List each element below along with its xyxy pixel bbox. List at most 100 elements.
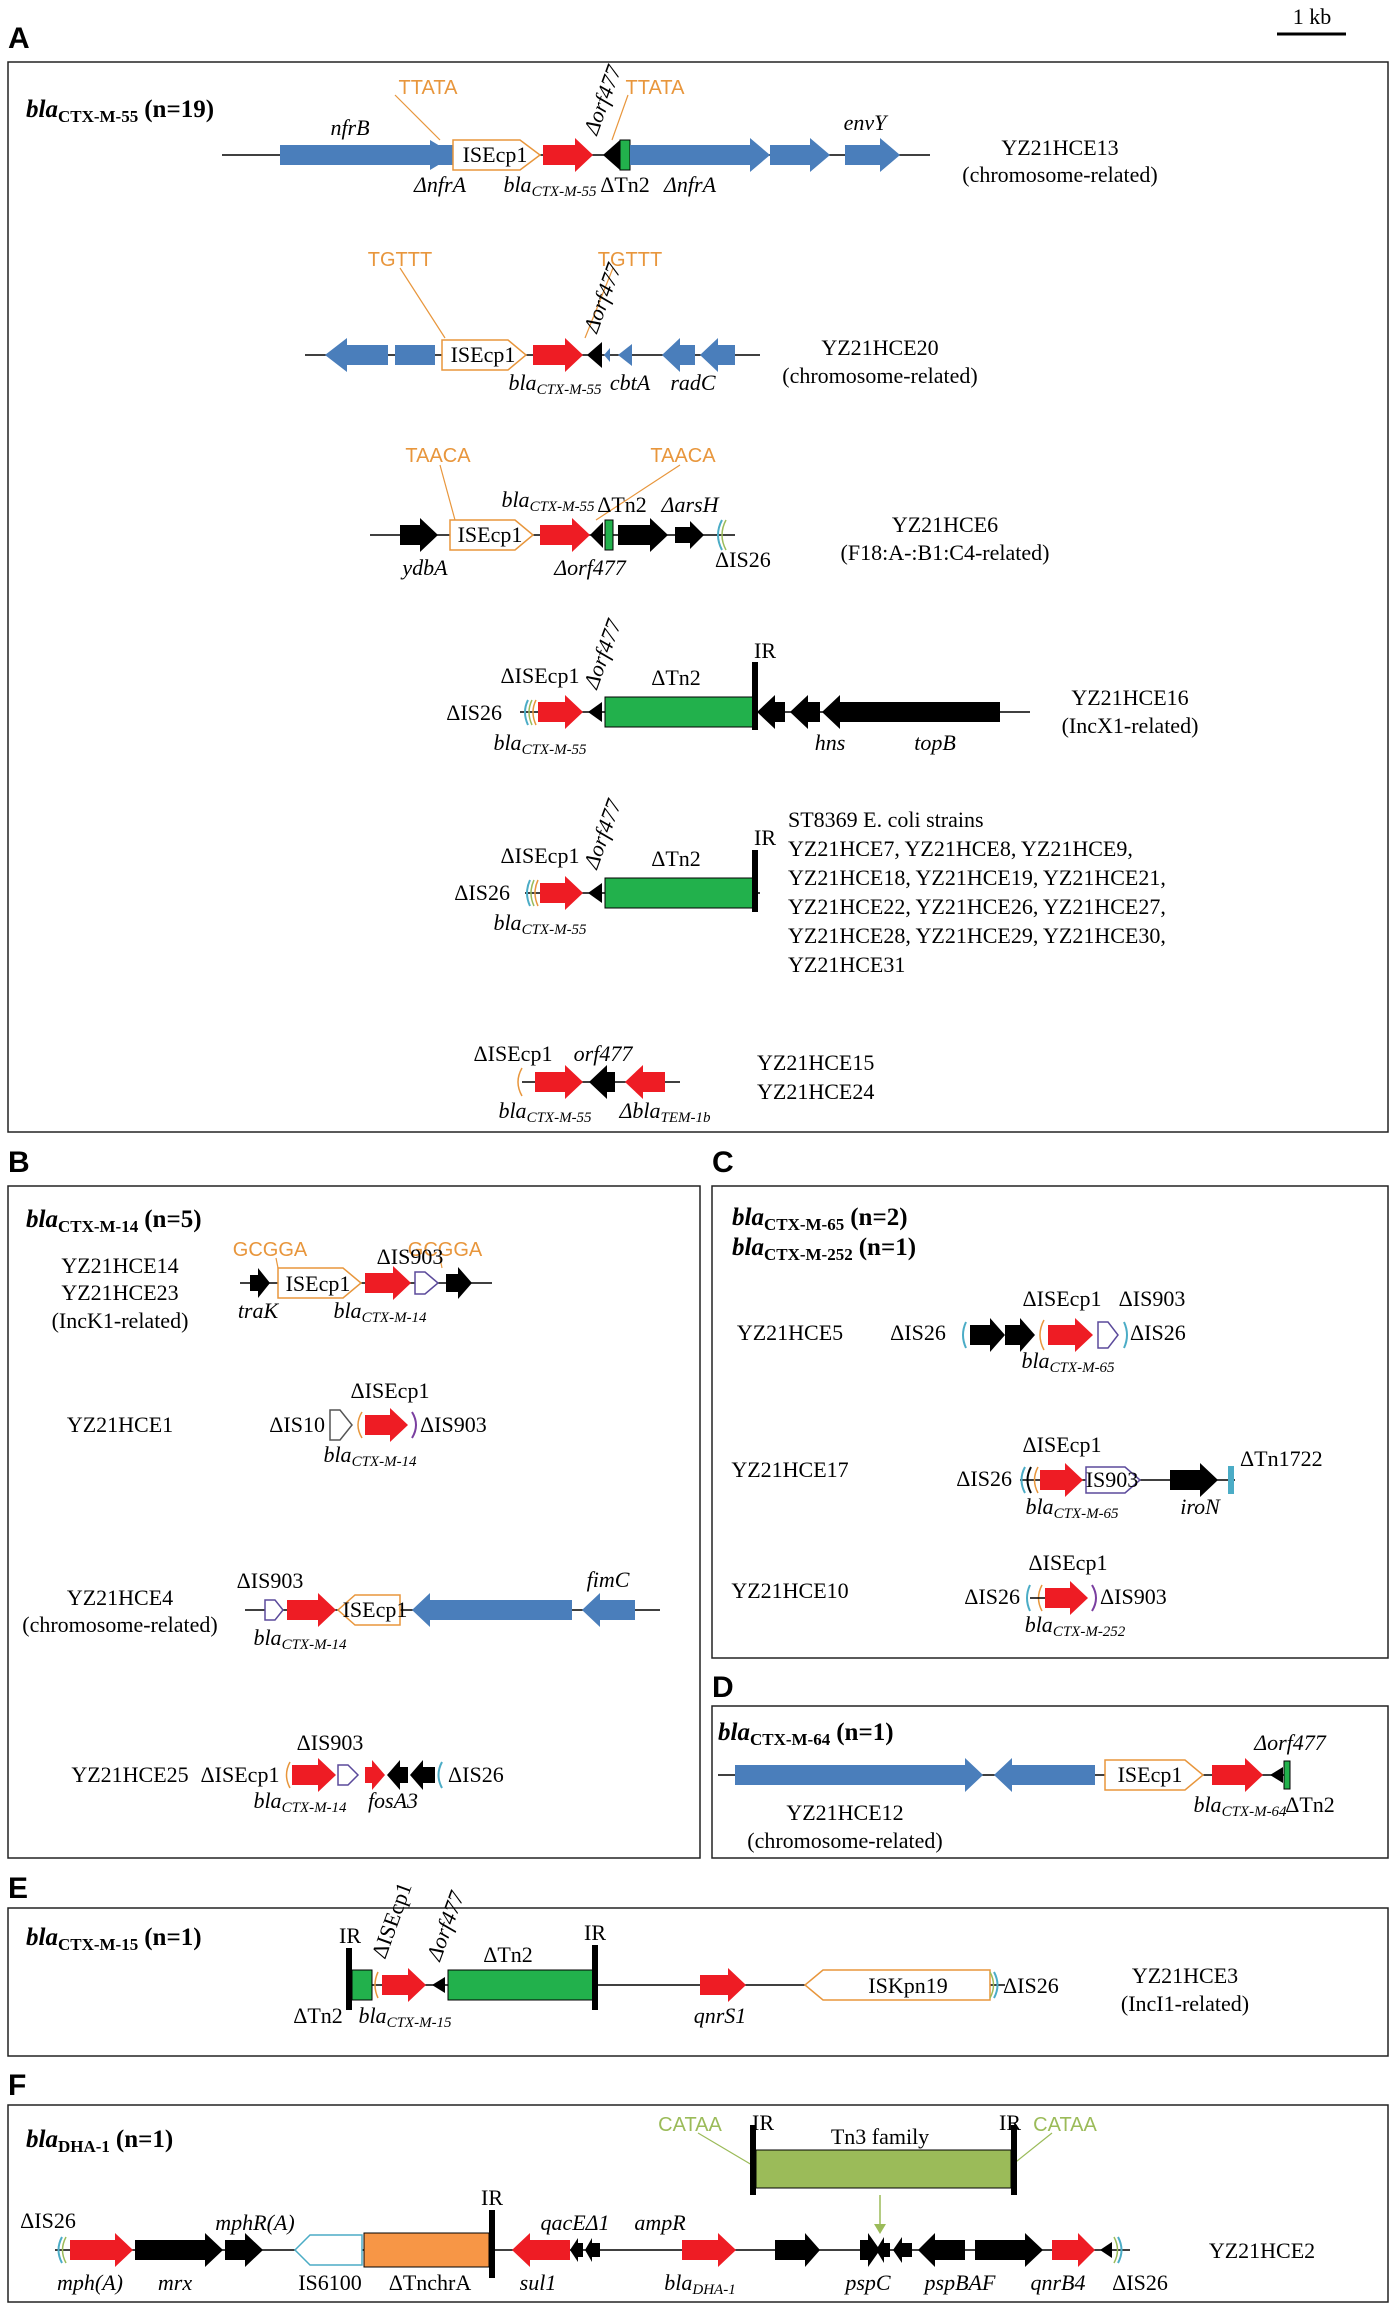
label-pspC: pspC [843, 2270, 891, 2295]
label-dis903: ΔIS903 [297, 1730, 364, 1755]
label-ir-2: IR [584, 1920, 606, 1945]
label-is6100: IS6100 [298, 2270, 362, 2295]
panel-d: D blaCTX-M-64(n=1) ISEcp1 Δorf477 blaCTX… [711, 1671, 1389, 1859]
strain-label: YZ21HCE16 [1071, 685, 1188, 710]
disecp1-element [285, 1761, 291, 1789]
label-bla: blaCTX-M-14 [323, 1442, 417, 1470]
is903-element [1085, 1466, 1142, 1494]
row-yz21hce13: TTATA TTATA nfrB ΔnfrA ISEcp1 blaCTX-M-5… [222, 61, 1158, 200]
label-tn3: Tn3 family [831, 2124, 929, 2149]
cbtA-gene [618, 344, 632, 366]
label-traK: traK [238, 1298, 280, 1323]
label-bla: blaCTX-M-65 [1025, 1494, 1119, 1522]
label-isecp1: ISEcp1 [451, 342, 516, 367]
dtn2-segment [604, 696, 754, 728]
target-site-right: TAACA [650, 445, 716, 467]
dorf477-gene [603, 140, 620, 170]
ir-marker-1 [750, 2125, 756, 2195]
dis903-element [1091, 1584, 1097, 1612]
disecp1-element [357, 1411, 363, 1439]
label-dis26-left: ΔIS26 [20, 2208, 76, 2233]
panel-f: F blaDHA-1(n=1) CATAA CATAA IR Tn3 famil… [7, 2069, 1389, 2303]
fosA3-gene [365, 1760, 385, 1790]
qacE-gene [570, 2238, 583, 2262]
label-fimC: fimC [587, 1567, 630, 1592]
row-yz21hce12: ISEcp1 Δorf477 blaCTX-M-64 ΔTn2 YZ21HCE1… [718, 1730, 1335, 1853]
label-dorf477: Δorf477 [421, 1887, 470, 1965]
fimC-gene [582, 1593, 635, 1627]
hns-gene [790, 695, 820, 729]
gene-arrow [876, 2237, 890, 2263]
mphA-gene [70, 2233, 133, 2267]
dis903-element [1097, 1321, 1119, 1349]
gene-arrow [410, 1760, 435, 1790]
strain-note: (chromosome-related) [782, 363, 977, 388]
panel-a-title: blaCTX-M-55(n=19) [26, 96, 214, 126]
row-yz21hce25: YZ21HCE25 ΔISEcp1 ΔIS903 ΔIS26 blaCTX-M-… [71, 1730, 503, 1816]
disecp1-element [374, 1971, 379, 1999]
target-site-left: TTATA [399, 77, 459, 99]
strain-label: YZ21HCE15 [757, 1050, 874, 1075]
label-disecp1: ΔISEcp1 [474, 1041, 553, 1066]
disecp1-element [1039, 1319, 1045, 1351]
label-cbtA: cbtA [610, 370, 651, 395]
label-fosA3: fosA3 [368, 1788, 418, 1813]
label-envY: envY [844, 110, 890, 135]
label-ir: IR [754, 638, 776, 663]
panel-e: E blaCTX-M-15(n=1) IR ΔISEcp1 Δorf477 ΔT… [7, 1872, 1389, 2057]
label-dis26: ΔIS26 [448, 1762, 504, 1787]
gene-arrow [893, 2237, 912, 2263]
dorf477-gene [590, 522, 603, 548]
strain-note: (chromosome-related) [962, 162, 1157, 187]
label-dis903: ΔIS903 [377, 1244, 444, 1269]
label-dis26: ΔIS26 [715, 547, 771, 572]
target-site-left: TGTTT [368, 249, 432, 271]
row-yz21hce20: TGTTT TGTTT ISEcp1 blaCTX-M-55 Δorf477 c… [305, 249, 978, 398]
row-yz21hce6: TAACA TAACA ydbA ISEcp1 blaCTX-M-55 Δorf… [370, 445, 1049, 580]
dis26-element [524, 699, 529, 726]
strain-note: (chromosome-related) [22, 1612, 217, 1637]
isecp1-element [277, 1267, 363, 1299]
label-bla: blaCTX-M-55 [508, 370, 602, 398]
panel-f-letter: F [8, 2069, 26, 2102]
row-yz21hce17: YZ21HCE17 ΔIS26 ΔISEcp1 IS903 ΔTn1722 bl… [731, 1432, 1322, 1522]
label-bla: blaCTX-M-65 [1021, 1348, 1115, 1376]
row-yz21hce3: IR ΔISEcp1 Δorf477 ΔTn2 IR ΔTn2 blaCTX-M… [293, 1879, 1249, 2031]
dis903-element [411, 1411, 417, 1439]
label-dis26: ΔIS26 [964, 1584, 1020, 1609]
gene-arrow [1005, 1318, 1035, 1352]
dis903-element [414, 1271, 440, 1295]
bla-ctx-m-55-gene [540, 876, 583, 910]
label-isecp1: ISEcp1 [1118, 1762, 1183, 1787]
label-dorf477: Δorf477 [578, 795, 627, 873]
row-yz21hce1: YZ21HCE1 ΔIS10 ΔISEcp1 ΔIS903 blaCTX-M-1… [67, 1378, 487, 1470]
dorf477-gene [1270, 1767, 1283, 1783]
strain-label: YZ21HCE2 [1209, 2238, 1315, 2263]
panel-a-letter: A [8, 22, 30, 55]
panel-e-frame [7, 1907, 1389, 2057]
ir-marker [752, 850, 758, 912]
panel-e-letter: E [8, 1872, 28, 1905]
label-dtn2: ΔTn2 [651, 665, 701, 690]
label-sul1: sul1 [520, 2270, 557, 2295]
label-mphR: mphR(A) [215, 2210, 294, 2235]
isecp1-element [452, 139, 542, 171]
dis26-element [962, 1321, 967, 1349]
strain-label: YZ21HCE13 [1001, 135, 1118, 160]
row-st8369-strains: ΔIS26 ΔISEcp1 blaCTX-M-55 Δorf477 ΔTn2 I… [454, 795, 1166, 977]
label-disecp1: ΔISEcp1 [501, 843, 580, 868]
strain-label: YZ21HCE24 [757, 1079, 874, 1104]
gene-arrow [994, 1758, 1095, 1792]
ir-marker-1 [346, 1948, 352, 2010]
gene-arrow [1100, 2242, 1112, 2258]
label-bla: blaCTX-M-55 [498, 1098, 592, 1126]
envY-gene [845, 138, 900, 172]
gene-arrow [325, 338, 388, 372]
dis26-element-right [1117, 2236, 1123, 2264]
bla-ctx-m-14-gene [287, 1593, 336, 1627]
label-bla: blaCTX-M-14 [253, 1625, 347, 1653]
label-dis903: ΔIS903 [1119, 1286, 1186, 1311]
dtn2-segment [619, 139, 631, 171]
dis26-element [1026, 1584, 1031, 1612]
